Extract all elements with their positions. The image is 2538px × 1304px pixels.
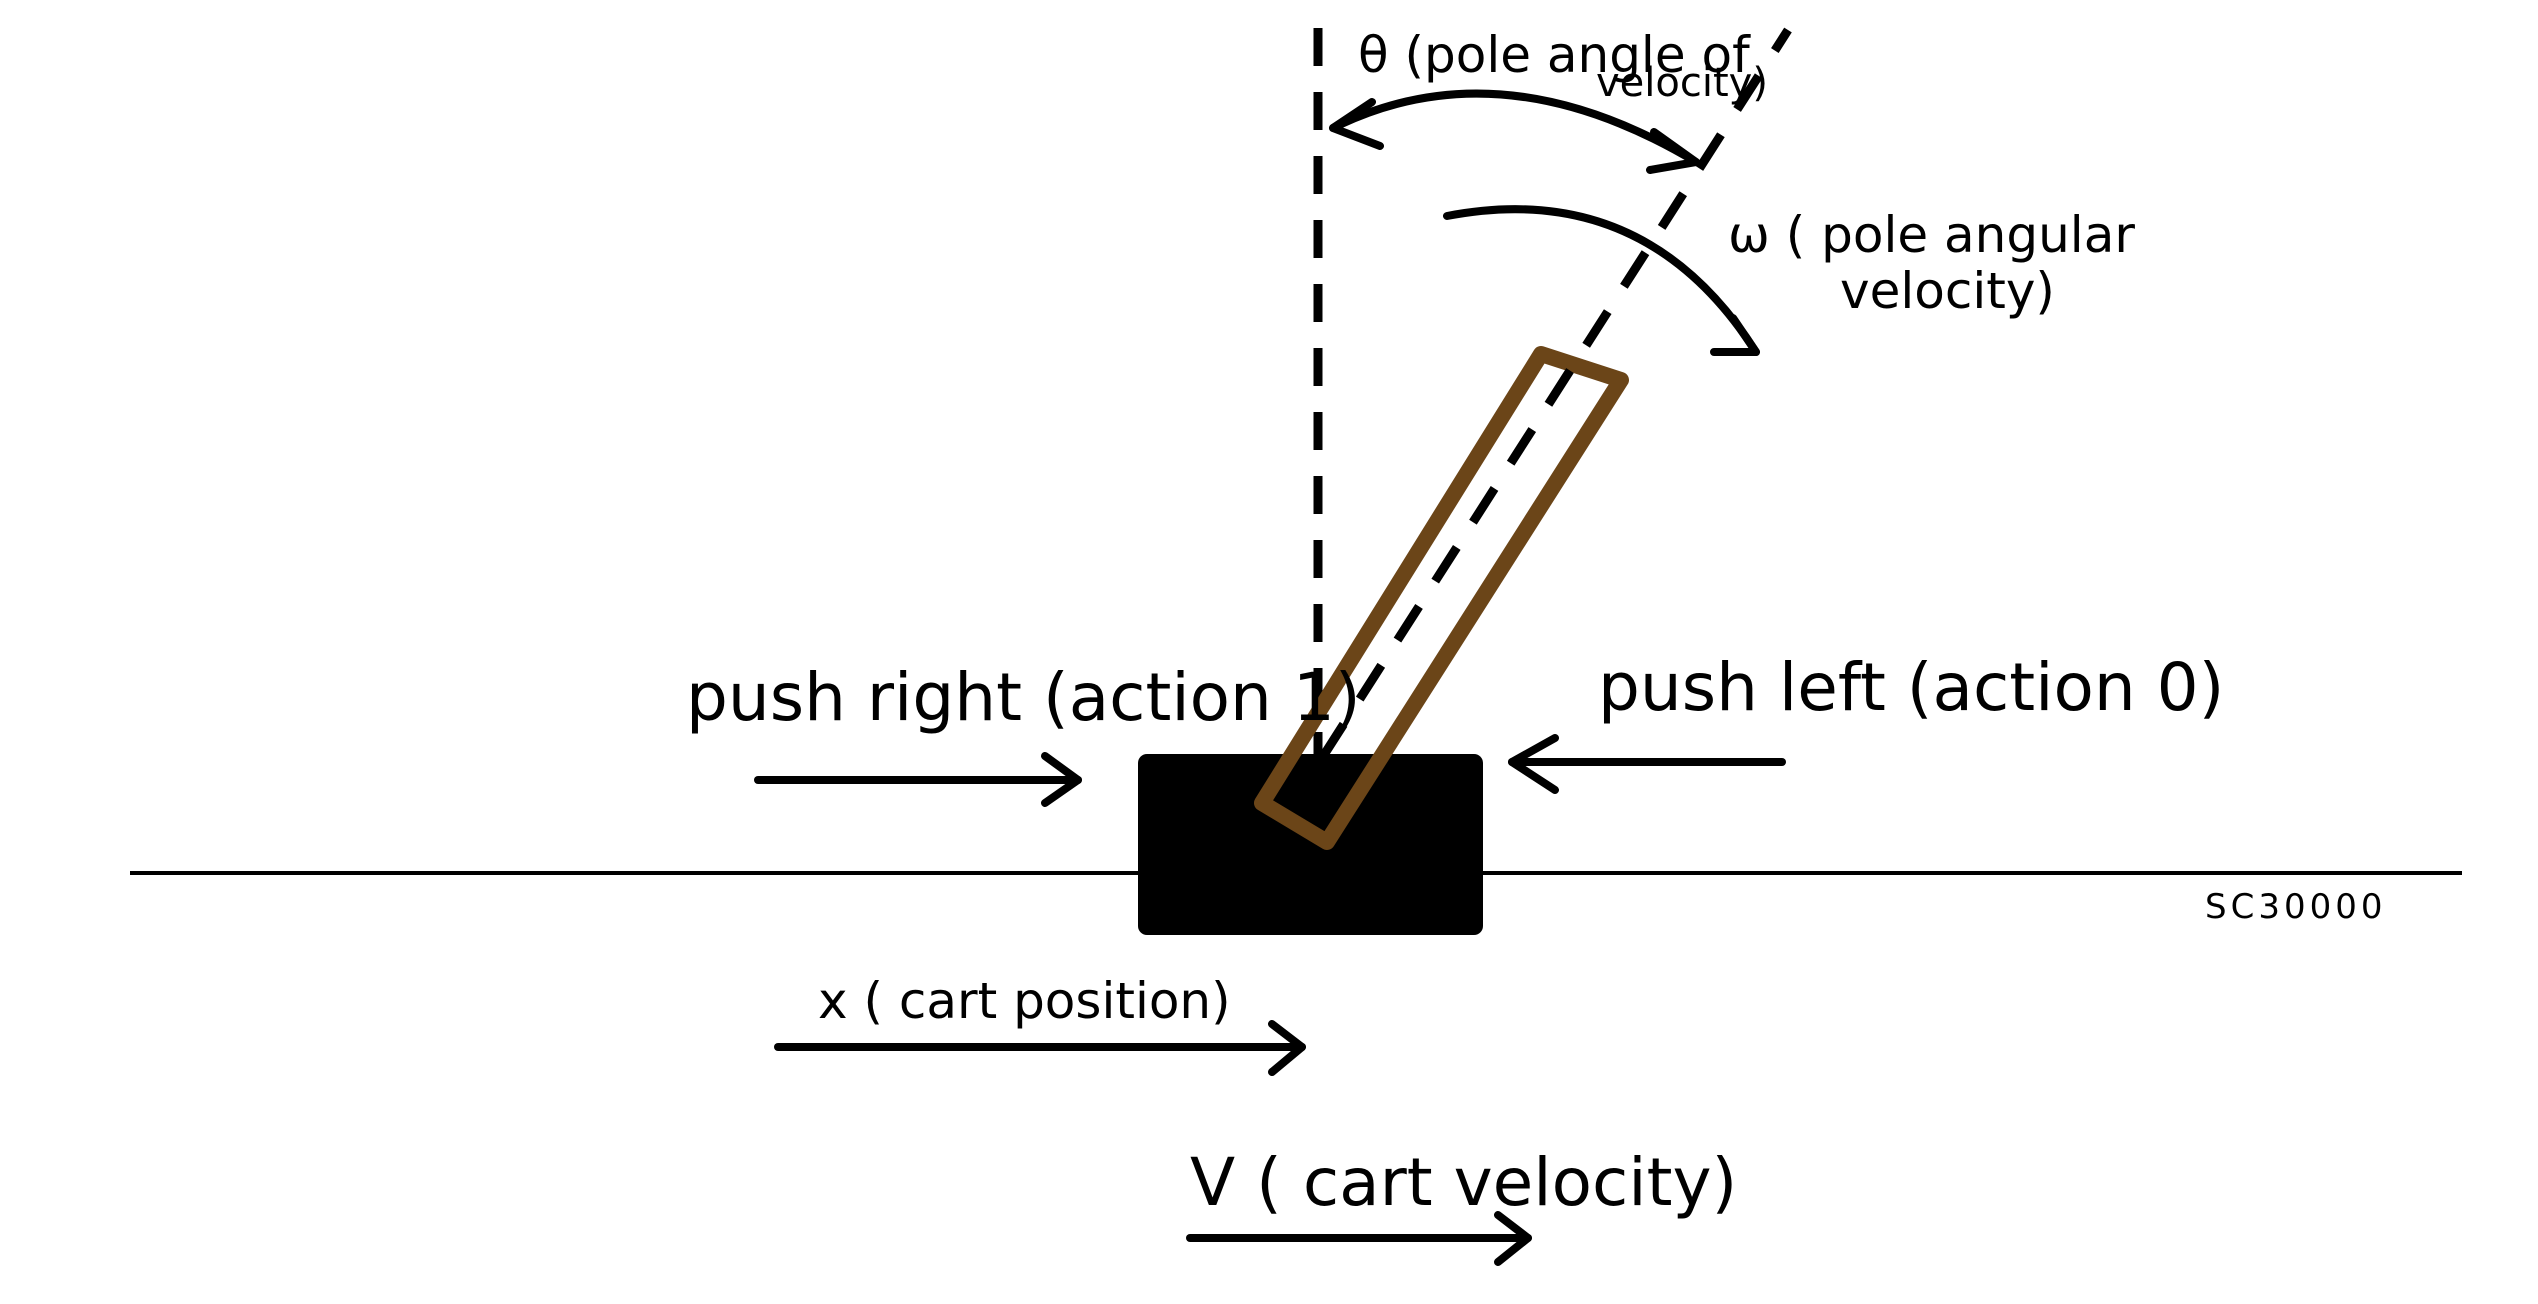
omega-label-line1: ω ( pole angular bbox=[1728, 206, 2135, 264]
theta-angle-arc bbox=[1329, 89, 1700, 166]
pole-axis-dashed-line bbox=[1318, 27, 1792, 761]
push-left-label: push left (action 0) bbox=[1598, 649, 2224, 726]
theta-arrowhead-right bbox=[1646, 128, 1700, 174]
cart-velocity-label: V ( cart velocity) bbox=[1190, 1144, 1737, 1221]
omega-label-line2: velocity) bbox=[1840, 262, 2055, 320]
omega-angular-velocity-arc bbox=[1443, 205, 1760, 356]
push-right-arrowhead bbox=[1041, 752, 1082, 807]
author-signature: SC30000 bbox=[2205, 887, 2386, 927]
cart-velocity-arrowhead bbox=[1494, 1211, 1532, 1266]
push-left-arrowhead bbox=[1508, 734, 1559, 794]
push-right-label: push right (action 1) bbox=[686, 659, 1361, 736]
cart-position-arrowhead bbox=[1268, 1020, 1306, 1076]
omega-arrowhead bbox=[1710, 314, 1760, 356]
cart bbox=[1138, 754, 1483, 935]
cart-position-label: x ( cart position) bbox=[818, 972, 1231, 1030]
theta-label-line2: velocity) bbox=[1596, 60, 1768, 106]
theta-label-line1: θ (pole angle of bbox=[1358, 26, 1751, 84]
theta-arrowhead-left bbox=[1329, 98, 1384, 150]
pole bbox=[1254, 346, 1629, 850]
